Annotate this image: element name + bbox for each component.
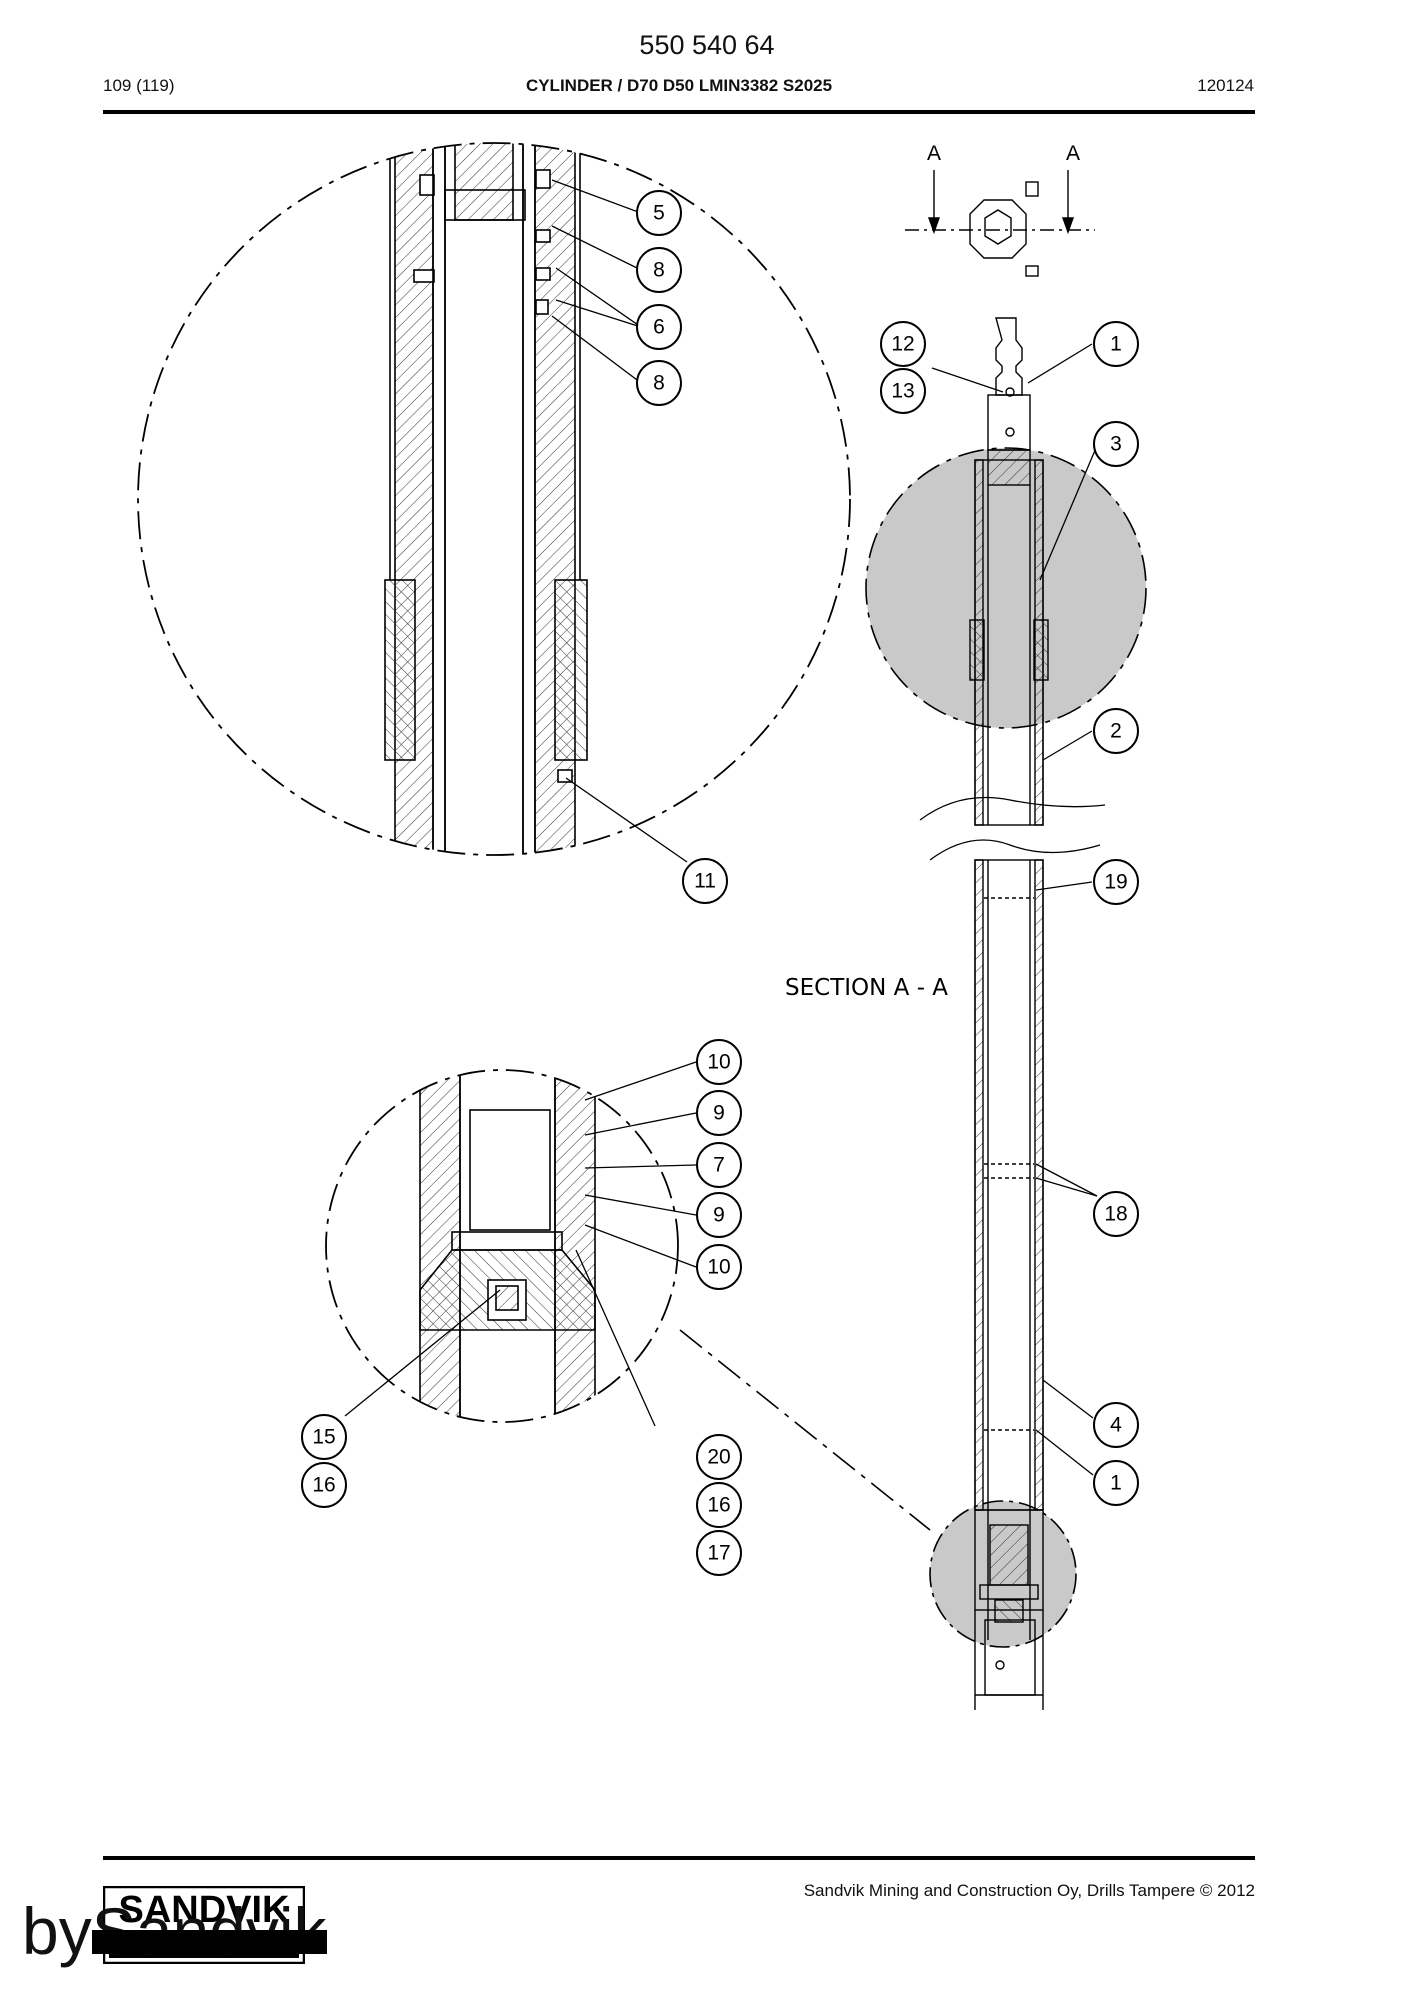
callout-1a	[1093, 321, 1139, 367]
callout-4	[1093, 1402, 1139, 1448]
callout-16b	[696, 1482, 742, 1528]
callout-1a-number: 1	[1110, 333, 1122, 356]
callout-10a-number: 10	[707, 1051, 730, 1074]
callout-19-number: 19	[1104, 871, 1127, 894]
callout-9a-number: 9	[713, 1102, 725, 1125]
callout-numbers: 5 8 6 8 11 12 13 1 3 2 19 18 4 1 10 9 7 …	[312, 202, 1127, 1565]
callout-19	[1093, 859, 1139, 905]
callout-15-number: 15	[312, 1426, 335, 1449]
callout-18-number: 18	[1104, 1203, 1127, 1226]
callout-13	[880, 368, 926, 414]
callout-11	[682, 858, 728, 904]
by-name: Sandvik	[91, 1894, 327, 1968]
callout-16a	[301, 1462, 347, 1508]
callout-15	[301, 1414, 347, 1460]
callout-8a	[636, 247, 682, 293]
document-number: 550 540 64	[639, 30, 775, 60]
section-marker-right-label: A	[1066, 142, 1080, 165]
by-prefix: by	[22, 1894, 92, 1968]
callout-20	[696, 1434, 742, 1480]
callout-13-number: 13	[891, 380, 914, 403]
callout-8a-number: 8	[653, 259, 665, 282]
detail-view-top	[137, 142, 851, 856]
callout-9b	[696, 1192, 742, 1238]
logo-text: SANDVIK	[118, 1889, 290, 1931]
callout-bubbles	[301, 190, 1139, 1576]
page-count: 109 (119)	[103, 76, 175, 95]
callout-9a	[696, 1090, 742, 1136]
callout-8b-number: 8	[653, 372, 665, 395]
callout-2	[1093, 708, 1139, 754]
callout-12	[880, 321, 926, 367]
detail-view-bottom	[325, 1069, 679, 1423]
detail-leader-line	[679, 1329, 931, 1531]
callout-11-number: 11	[694, 870, 716, 893]
callout-17	[696, 1530, 742, 1576]
callout-6	[636, 304, 682, 350]
callout-16b-number: 16	[707, 1494, 730, 1517]
callout-10b-number: 10	[707, 1256, 730, 1279]
callout-2-number: 2	[1110, 720, 1122, 743]
callout-16a-number: 16	[312, 1474, 335, 1497]
detail-highlight-top	[865, 447, 1147, 729]
callout-5-number: 5	[653, 202, 665, 225]
callout-8b	[636, 360, 682, 406]
callout-12-number: 12	[891, 333, 914, 356]
cylinder-main-section	[865, 317, 1147, 1710]
callout-3-number: 3	[1110, 433, 1122, 456]
callout-10b	[696, 1244, 742, 1290]
callout-leaders	[344, 179, 1098, 1476]
callout-4-number: 4	[1110, 1414, 1122, 1437]
document-title: CYLINDER / D70 D50 LMIN3382 S2025	[525, 76, 833, 95]
footer-rule	[103, 1856, 1255, 1860]
callout-3	[1093, 421, 1139, 467]
by-sandvik-stamp: bySandvik	[22, 1898, 327, 1964]
cylinder-section-drawing: A A	[137, 142, 1147, 1710]
section-marker	[905, 170, 1095, 277]
callout-18	[1093, 1191, 1139, 1237]
callout-7	[696, 1142, 742, 1188]
callout-6-number: 6	[653, 316, 665, 339]
callout-17-number: 17	[707, 1542, 730, 1565]
callout-9b-number: 9	[713, 1204, 725, 1227]
document-date: 120124	[1197, 76, 1254, 95]
callout-5	[636, 190, 682, 236]
section-title: SECTION A - A	[785, 975, 948, 1001]
copyright-notice: Sandvik Mining and Construction Oy, Dril…	[803, 1881, 1255, 1900]
callout-20-number: 20	[707, 1446, 730, 1469]
header-rule	[103, 110, 1255, 114]
callout-1b	[1093, 1460, 1139, 1506]
callout-1b-number: 1	[1110, 1472, 1122, 1495]
callout-7-number: 7	[713, 1154, 725, 1177]
section-marker-left-label: A	[927, 142, 941, 165]
callout-10a	[696, 1039, 742, 1085]
